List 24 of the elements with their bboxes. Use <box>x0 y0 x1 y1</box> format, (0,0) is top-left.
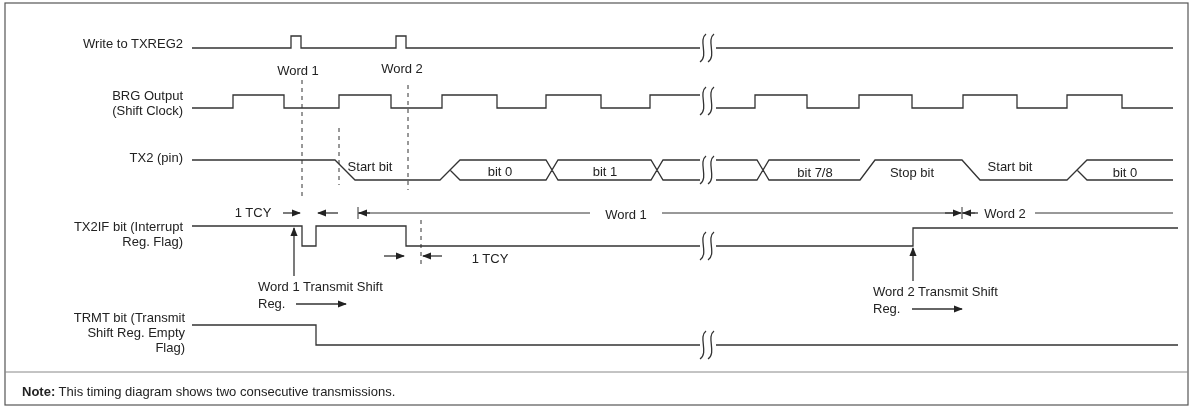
span-label: Word 2 <box>984 205 1026 221</box>
bit-label: Stop bit <box>889 164 935 180</box>
callout-text: Word 2 Transmit Shift Reg. <box>873 283 1003 317</box>
bit-label: Start bit <box>347 158 393 174</box>
signal-name: TX2IF bit (Interrupt Reg. Flag) <box>72 219 183 249</box>
signal-name: BRG Output (Shift Clock) <box>111 88 183 118</box>
bit-label: bit 0 <box>1112 164 1138 180</box>
bit-label: bit 0 <box>487 163 513 179</box>
bit-label: Start bit <box>987 158 1033 174</box>
timing-label: 1 TCY <box>471 250 509 266</box>
signal-name: TRMT bit (Transmit Shift Reg. Empty Flag) <box>72 310 185 355</box>
bit-label: bit 1 <box>592 163 618 179</box>
signal-name: Write to TXREG2 <box>82 36 183 51</box>
note-text: Note: This timing diagram shows two consecutive transmissions. <box>22 384 396 399</box>
signal-name: TX2 (pin) <box>128 150 183 165</box>
waveform <box>191 225 1179 247</box>
span-label: Word 1 <box>605 206 647 222</box>
leader-arrow <box>290 227 298 277</box>
pulse-label: Word 1 <box>277 62 319 78</box>
callout-text: Word 1 Transmit Shift Reg. <box>258 278 388 312</box>
leader-arrow <box>909 247 917 282</box>
timing-label: 1 TCY <box>234 204 272 220</box>
bit-label: bit 7/8 <box>797 164 833 180</box>
pulse-label: Word 2 <box>381 60 423 76</box>
